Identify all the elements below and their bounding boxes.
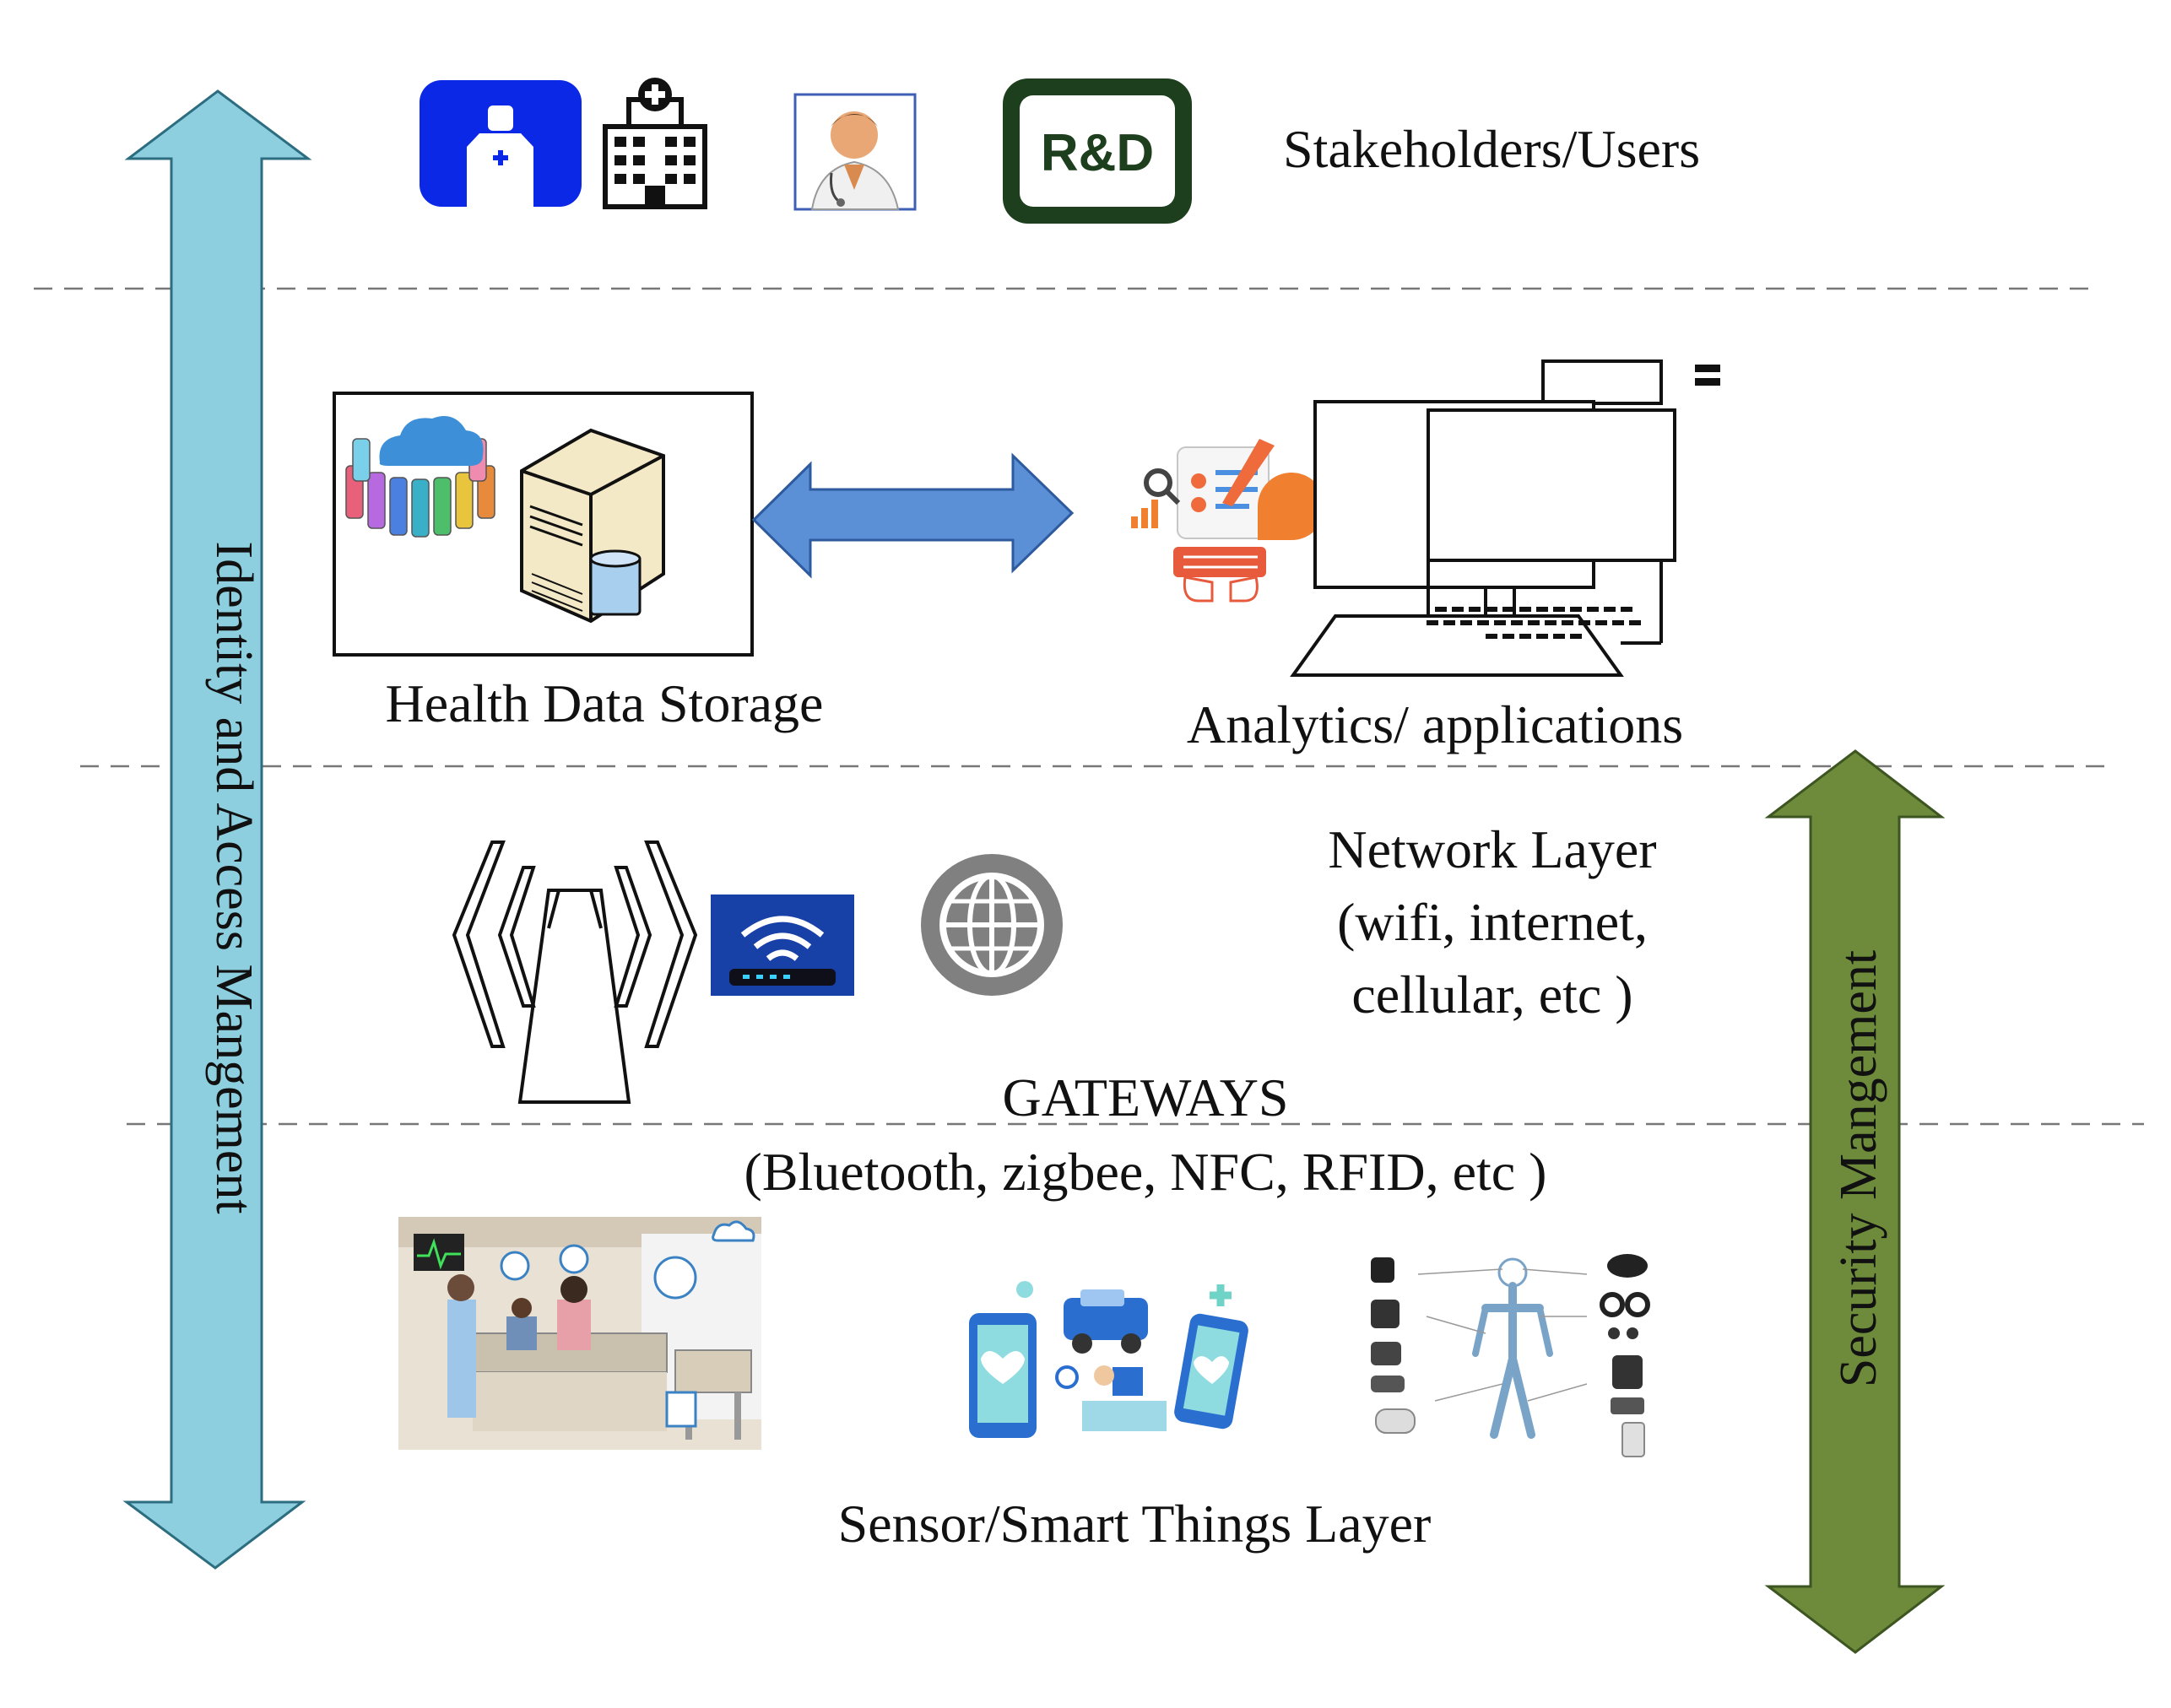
security-arrow: Security Mangement [1764, 749, 1946, 1654]
cell-tower-icon [452, 840, 698, 1104]
cloud-database-icon [345, 416, 495, 538]
hospital-room-illustration [398, 1217, 761, 1450]
server-icon [520, 428, 665, 624]
storage-label: Health Data Storage [386, 673, 824, 733]
network-label-line3: cellular, etc ) [1351, 965, 1632, 1024]
security-arrow-shape [1764, 749, 1946, 1654]
network-label-line2: (wifi, internet, [1337, 892, 1648, 952]
globe-icon [921, 854, 1063, 996]
wearable-sensors-illustration [1361, 1249, 1698, 1463]
hospital-icon [603, 78, 707, 209]
sensor-layer-label: Sensor/Smart Things Layer [838, 1494, 1432, 1554]
analytics-label: Analytics/ applications [1187, 695, 1683, 754]
identity-arrow-shape [122, 89, 312, 1570]
computer-icon [1290, 359, 1720, 677]
layer-separators [34, 287, 2144, 1126]
analytics-icon [1131, 439, 1325, 603]
identity-arrow-label: Identity and Access Mangement [205, 541, 263, 1213]
gateways-protocols: (Bluetooth, zigbee, NFC, RFID, etc ) [744, 1142, 1547, 1202]
network-label-line1: Network Layer [1328, 819, 1656, 879]
doctor-icon [793, 93, 917, 211]
rnd-icon-text: R&D [1041, 124, 1154, 182]
identity-access-arrow: Identity and Access Mangement [122, 89, 312, 1570]
nurse-icon [420, 80, 582, 207]
data-exchange-arrow [751, 452, 1075, 579]
security-arrow-label: Security Mangement [1830, 950, 1887, 1387]
stakeholders-label: Stakeholders/Users [1283, 119, 1700, 179]
rnd-icon: R&D [1003, 78, 1192, 224]
wifi-router-icon [711, 895, 854, 996]
mobile-health-illustration [969, 1281, 1248, 1438]
gateways-label: GATEWAYS [1003, 1068, 1289, 1127]
